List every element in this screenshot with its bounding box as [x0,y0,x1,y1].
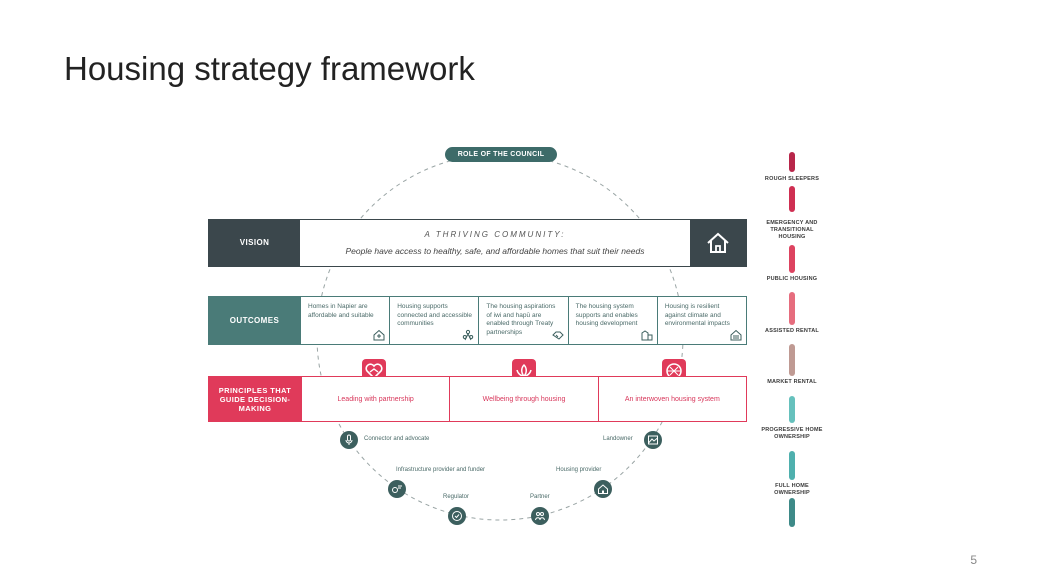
partner-icon [531,507,549,525]
role-of-council-pill: ROLE OF THE COUNCIL [445,147,557,162]
outcome-text: The housing aspirations of iwi and hapū … [486,303,556,336]
resilient-house-icon [730,329,742,341]
vision-heading: A THRIVING COMMUNITY: [424,230,566,239]
continuum-bar-segment [789,344,795,376]
house-plus-icon [373,329,385,341]
outcome-item: The housing aspirations of iwi and hapū … [478,297,567,344]
infrastructure-icon [388,480,406,498]
continuum-label: ROUGH SLEEPERS [764,176,820,182]
page-title: Housing strategy framework [64,50,475,87]
page-number: 5 [970,553,977,567]
continuum-label: ASSISTED RENTAL [765,328,819,334]
outcomes-band: OUTCOMES Homes in Napier are affordable … [208,296,747,345]
principles-band: PRINCIPLES THAT GUIDE DECISION-MAKING Le… [208,376,747,422]
continuum-bar-segment [789,186,795,212]
vision-content: A THRIVING COMMUNITY: People have access… [300,220,690,266]
continuum-label: MARKET RENTAL [767,379,817,385]
continuum-bar-segment [789,245,795,273]
outcome-text: Homes in Napier are affordable and suita… [308,303,374,319]
continuum-bar-end [789,498,795,527]
outcome-item: The housing system supports and enables … [567,297,657,344]
continuum-label: PUBLIC HOUSING [766,276,818,282]
continuum-bar-segment [789,451,795,480]
outcome-text: Housing is resilient against climate and… [664,303,730,327]
role-label: Regulator [443,494,470,500]
handshake-icon [551,331,564,340]
continuum-bar-segment [789,292,795,325]
continuum-label: FULL HOME OWNERSHIP [774,483,810,496]
principles-label: PRINCIPLES THAT GUIDE DECISION-MAKING [209,377,301,421]
principle-item: An interwoven housing system [597,377,746,421]
regulator-icon [448,507,466,525]
outcome-item: Housing supports connected and accessibl… [389,297,478,344]
home-provider-icon [594,480,612,498]
outcome-text: Housing supports connected and accessibl… [397,303,473,327]
people-icon [463,329,474,341]
continuum-bar-segment [789,396,795,423]
role-label: Landowner [603,436,633,442]
house-icon [690,220,746,266]
land-icon [644,431,662,449]
role-label: Partner [530,494,550,500]
role-label: Connector and advocate [364,436,430,442]
continuum-bar-segment [789,152,795,172]
outcome-text: The housing system supports and enables … [575,303,638,327]
continuum-label: EMERGENCY AND TRANSITIONAL HOUSING [766,220,818,240]
vision-label: VISION [209,220,300,266]
outcome-item: Homes in Napier are affordable and suita… [300,297,389,344]
continuum-label: PROGRESSIVE HOME OWNERSHIP [761,427,823,440]
buildings-icon [641,330,653,341]
vision-statement: People have access to healthy, safe, and… [345,246,645,256]
microphone-icon [340,431,358,449]
principle-item: Wellbeing through housing [449,377,597,421]
vision-band: VISION A THRIVING COMMUNITY: People have… [208,219,747,267]
role-label: Infrastructure provider and funder [396,467,486,473]
principle-item: Leading with partnership [301,377,449,421]
role-label: Housing provider [556,467,602,473]
outcome-item: Housing is resilient against climate and… [656,297,746,344]
outcomes-label: OUTCOMES [209,297,300,344]
